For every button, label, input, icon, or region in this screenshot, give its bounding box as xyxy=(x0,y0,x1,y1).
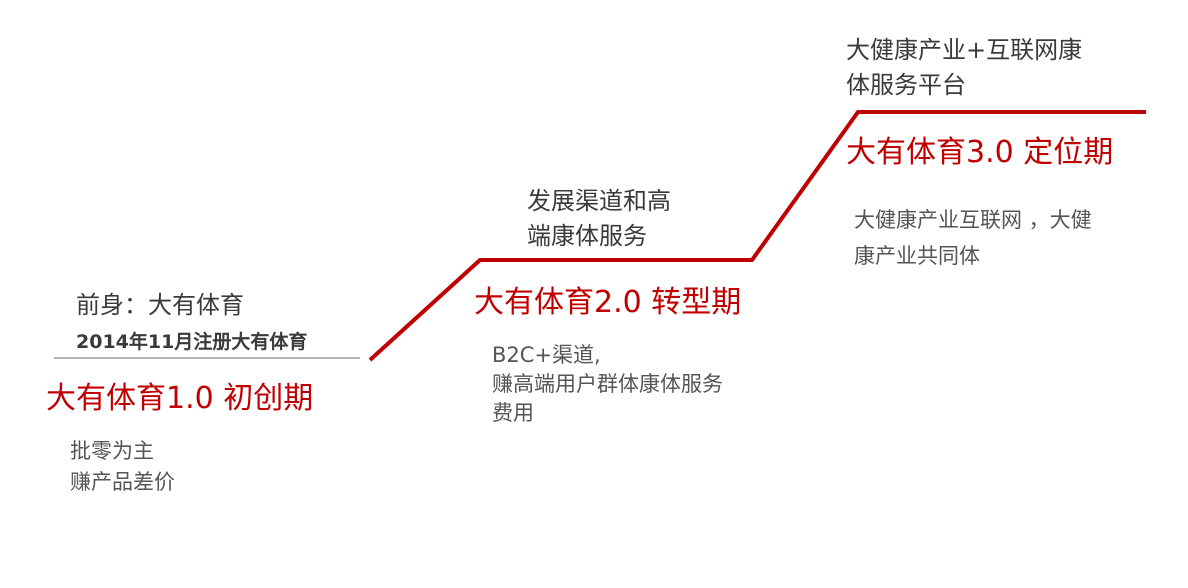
stage2-heading-line2: 端康体服务 xyxy=(527,222,647,250)
stage3-heading-line2: 体服务平台 xyxy=(846,71,966,99)
stage1-desc-line1: 批零为主 xyxy=(70,439,154,463)
stage2-desc-line2: 赚高端用户群体康体服务 xyxy=(492,372,723,396)
stage2-heading-line1: 发展渠道和高 xyxy=(527,187,671,215)
stage2-desc-line1: B2C+渠道, xyxy=(492,343,601,367)
stage1-registration: 2014年11月注册大有体育 xyxy=(76,331,308,353)
stage1-predecessor: 前身：大有体育 xyxy=(76,291,244,319)
stage2-title: 大有体育2.0 转型期 xyxy=(474,285,742,320)
stage3-desc-line1: 大健康产业互联网 ，大健 xyxy=(854,208,1092,232)
stage1-title: 大有体育1.0 初创期 xyxy=(46,381,314,416)
stage1-desc-line2: 赚产品差价 xyxy=(70,470,175,494)
stage3-title: 大有体育3.0 定位期 xyxy=(846,135,1114,170)
stage2-desc-line3: 费用 xyxy=(492,401,534,425)
growth-step-path xyxy=(368,110,1146,362)
stage3-heading-line1: 大健康产业+互联网康 xyxy=(846,36,1083,64)
stage3-desc-line2: 康产业共同体 xyxy=(854,244,980,268)
